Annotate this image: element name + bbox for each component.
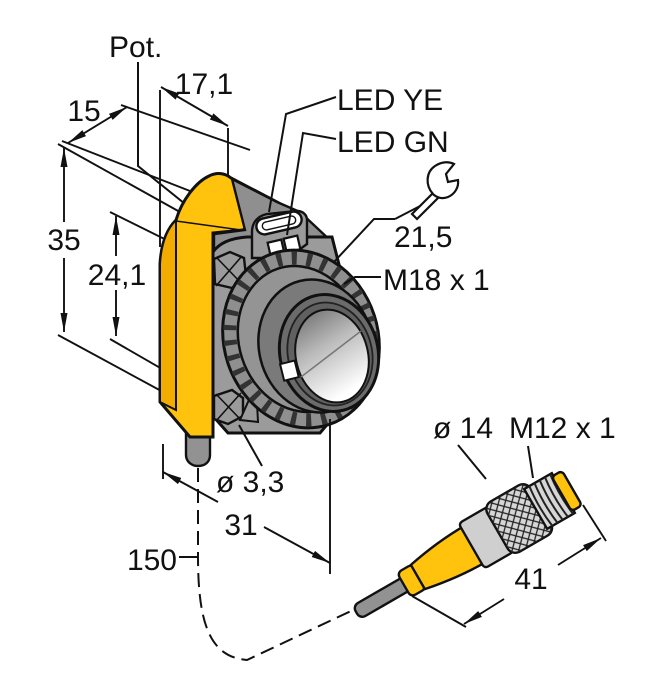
- pot-label: Pot.: [109, 31, 162, 64]
- connector-thread-label: M12 x 1: [509, 412, 616, 445]
- dim-41-label: 41: [514, 563, 547, 596]
- dim-31-label: 31: [224, 509, 257, 542]
- led-gn-label: LED GN: [337, 126, 449, 159]
- m18-leader: [343, 276, 381, 285]
- labels: Pot. 17,1 15 35 24,1 LED YE LED GN 21,5 …: [47, 31, 615, 596]
- dim-35-ext-bottom: [57, 334, 177, 400]
- connector-thread-leader: [527, 445, 534, 479]
- leader-lines: [238, 96, 425, 467]
- m18-thread-label: M18 x 1: [383, 264, 490, 297]
- connector-dia-leader: [457, 444, 487, 480]
- dim-41-line-left: [463, 598, 505, 625]
- dim-15-ext-up: [120, 104, 251, 151]
- connector-thread-ribs: [528, 473, 574, 527]
- dim-31-line-right: [263, 526, 331, 564]
- hole-dia-label: ø 3,3: [216, 466, 284, 499]
- wrench-icon: [410, 161, 460, 221]
- lens: [294, 308, 370, 404]
- led-ye-label: LED YE: [337, 84, 443, 117]
- dim-35-label: 35: [47, 224, 80, 257]
- wrench-size-label: 21,5: [394, 221, 452, 254]
- bezel-notch: [278, 359, 300, 382]
- lens-reflection-line: [300, 330, 362, 378]
- dim-17-1-line: [160, 86, 229, 127]
- hole-dia-leader: [238, 424, 263, 467]
- mounting-ear-bottom: [212, 383, 260, 426]
- connector-dia-label: ø 14: [433, 412, 493, 445]
- dim-24-1-label: 24,1: [88, 259, 146, 292]
- led-gn-leader: [286, 131, 337, 236]
- m12-connector: [353, 444, 607, 628]
- led-ye-leader: [268, 96, 337, 213]
- dim-17-1-label: 17,1: [175, 68, 233, 101]
- dim-41-ext-right: [582, 504, 607, 542]
- dim-31-line-left: [162, 471, 219, 503]
- dim-41-ext-left: [411, 595, 467, 628]
- dim-15-line: [67, 106, 128, 144]
- housing-rear-face: [159, 217, 177, 412]
- dim-15-label: 15: [67, 95, 100, 128]
- sensor-illustration: [158, 172, 381, 468]
- dim-15-ext-low: [61, 140, 214, 201]
- wrench-size-leader: [332, 218, 395, 264]
- mounting-hole-cross-bottom: [215, 392, 242, 422]
- dim-41-line-right: [557, 537, 602, 566]
- cable-and-length-dims: [162, 419, 352, 662]
- housing-top-edge: [175, 220, 242, 231]
- cable-length-label: 150: [127, 544, 177, 577]
- connector-tip-cap: [551, 470, 582, 512]
